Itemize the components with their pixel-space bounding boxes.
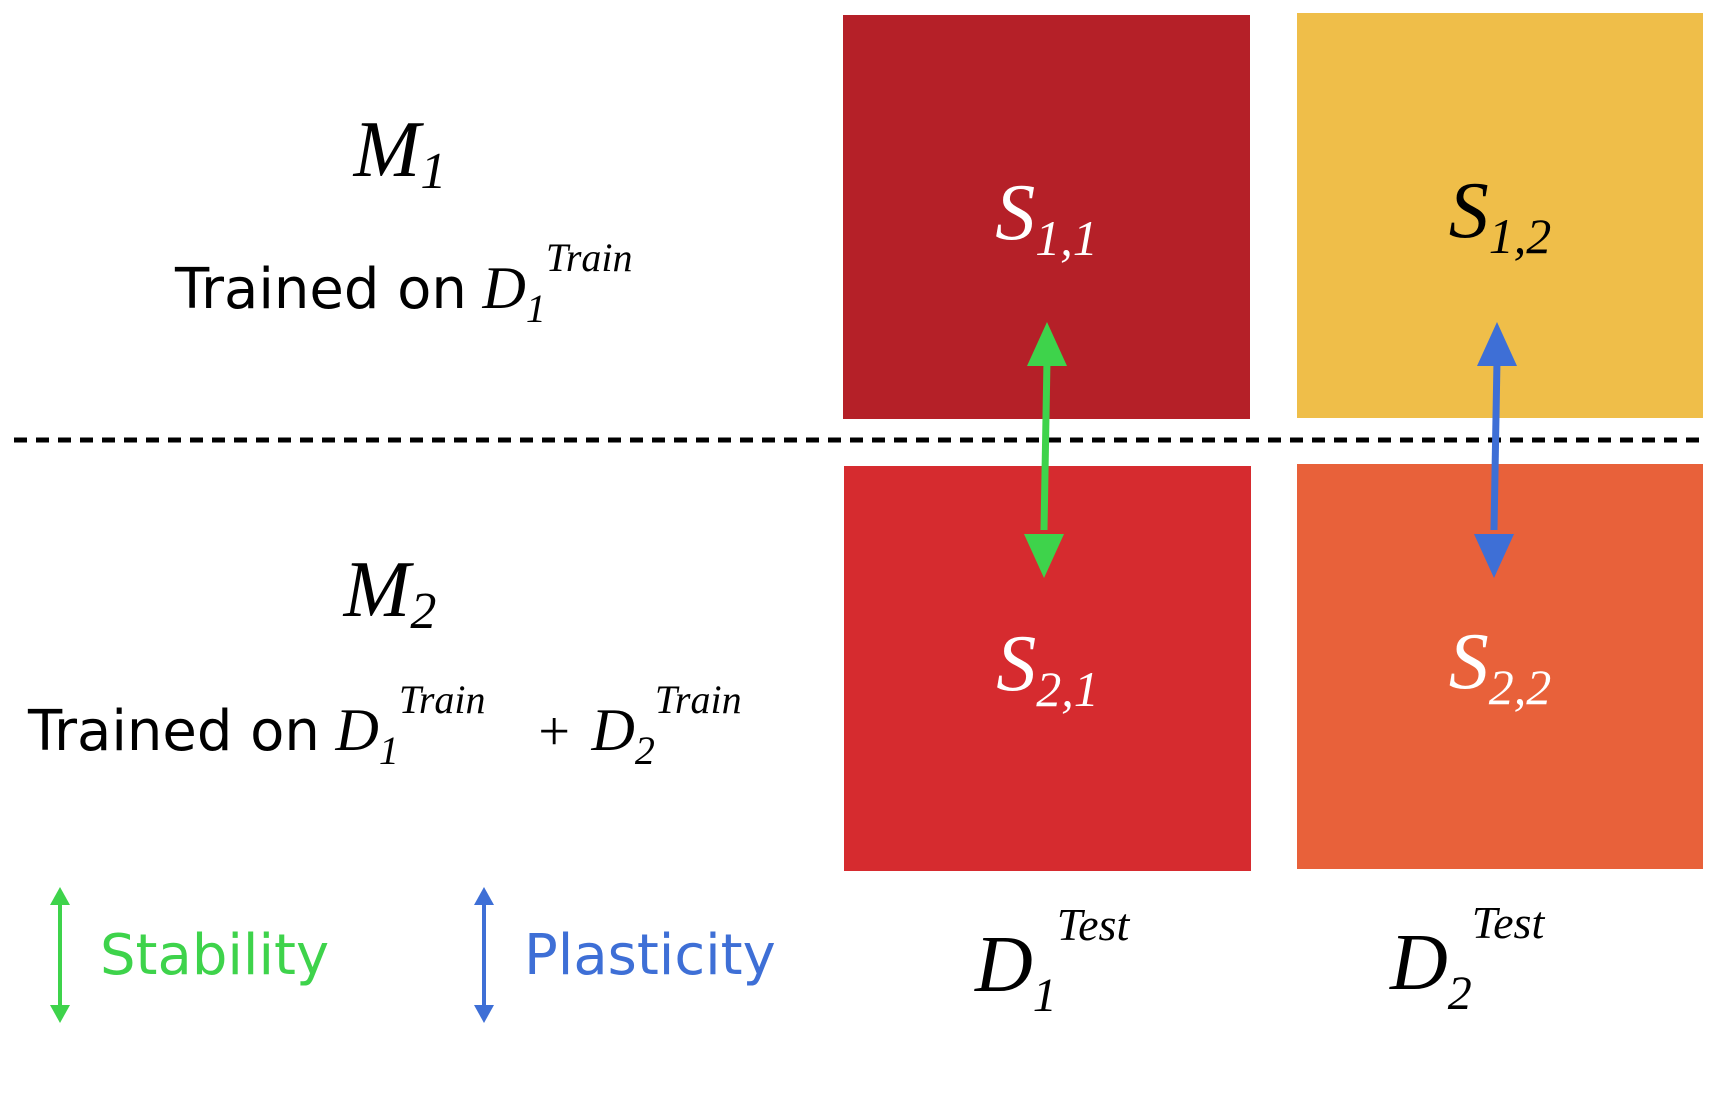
score-s12-label: S1,2 <box>1448 167 1552 264</box>
score-box-s22: S2,2 <box>1297 464 1703 869</box>
trained-on-prefix: Trained on <box>175 257 467 322</box>
score-box-s11: S1,1 <box>843 15 1250 419</box>
plasticity-legend-icon <box>474 887 494 1023</box>
score-box-s12: S1,2 <box>1297 13 1703 418</box>
stability-legend-icon <box>50 887 70 1023</box>
row-separator <box>14 437 1700 443</box>
model-1-index: 1 <box>420 143 447 200</box>
model-1-symbol: M <box>353 106 421 194</box>
model-2-symbol: M <box>343 546 411 634</box>
score-s21-label: S2,1 <box>996 620 1099 717</box>
score-s22-label: S2,2 <box>1448 618 1552 715</box>
score-box-s21: S2,1 <box>844 466 1251 871</box>
stability-legend-label: Stability <box>100 923 330 988</box>
score-s11-label: S1,1 <box>995 168 1098 266</box>
model-2-index: 2 <box>410 583 437 640</box>
plus-sign: + <box>538 701 570 763</box>
model-2-label: M2 <box>0 550 790 638</box>
plasticity-legend-label: Plasticity <box>524 923 776 988</box>
model-1-label: M1 <box>0 110 800 198</box>
trained-on-prefix: Trained on <box>28 699 320 764</box>
